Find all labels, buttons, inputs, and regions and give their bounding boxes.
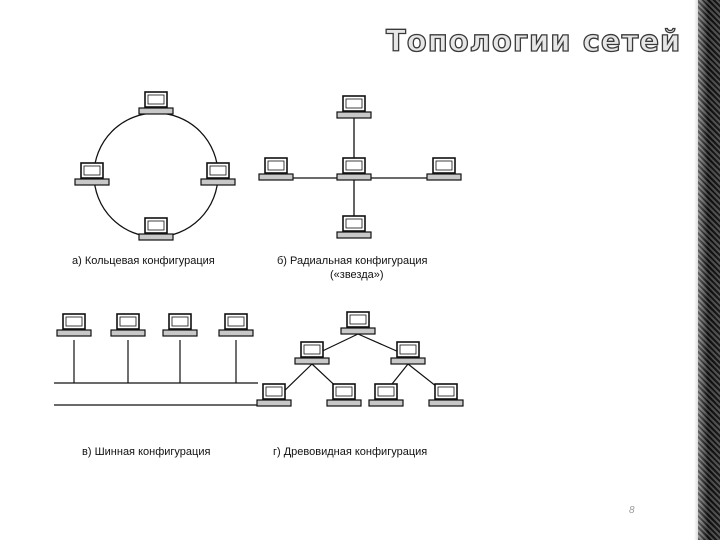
tree-computer-left [294, 341, 330, 365]
ring-computer-left [74, 162, 110, 186]
tree-computer-right [390, 341, 426, 365]
tree-computer-root [340, 311, 376, 335]
star-computer-left [258, 157, 294, 181]
star-computer-center [336, 157, 372, 181]
caption-ring: а) Кольцевая конфигурация [72, 255, 215, 267]
tree-computer-leaf-2 [326, 383, 362, 407]
tree-computer-leaf-1 [256, 383, 292, 407]
caption-bus: в) Шинная конфигурация [82, 446, 211, 458]
star-computer-top [336, 95, 372, 119]
slide-title: Топологии сетей [385, 23, 682, 58]
bus-computer-1 [56, 313, 92, 337]
star-computer-bottom [336, 215, 372, 239]
ring-computer-top [138, 91, 174, 115]
star-computer-right [426, 157, 462, 181]
bus-computer-3 [162, 313, 198, 337]
caption-tree: г) Древовидная конфигурация [273, 446, 428, 458]
caption-star-line1: б) Радиальная конфигурация [277, 255, 428, 267]
edge-texture [698, 0, 720, 540]
tree-topology [256, 311, 464, 407]
page-number: 8 [629, 505, 635, 516]
star-topology [258, 95, 462, 239]
ring-computer-bottom [138, 217, 174, 241]
bus-computer-4 [218, 313, 254, 337]
ring-computer-right [200, 162, 236, 186]
ring-topology [74, 91, 236, 241]
bus-topology [54, 313, 270, 406]
caption-star-line2: («звезда») [330, 269, 384, 281]
tree-computer-leaf-3 [368, 383, 404, 407]
decorative-right-edge [694, 0, 720, 540]
bus-computer-2 [110, 313, 146, 337]
tree-computer-leaf-4 [428, 383, 464, 407]
